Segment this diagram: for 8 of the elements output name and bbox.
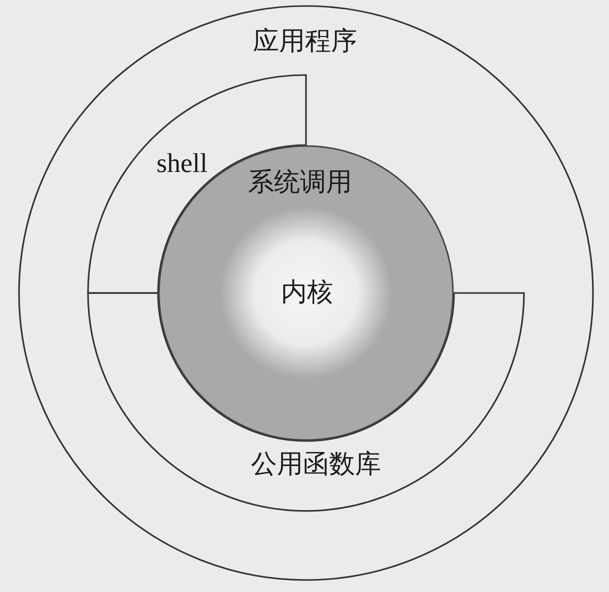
system-call-ring (158, 145, 454, 441)
ring-label: 公用函数库 (251, 449, 381, 481)
ring-label: 应用程序 (253, 26, 357, 58)
ring-label: 系统调用 (248, 167, 352, 199)
outer-circle (18, 5, 594, 581)
kernel-core (220, 207, 392, 379)
ring-label: 内核 (281, 277, 333, 309)
ring-label: shell (156, 146, 208, 180)
